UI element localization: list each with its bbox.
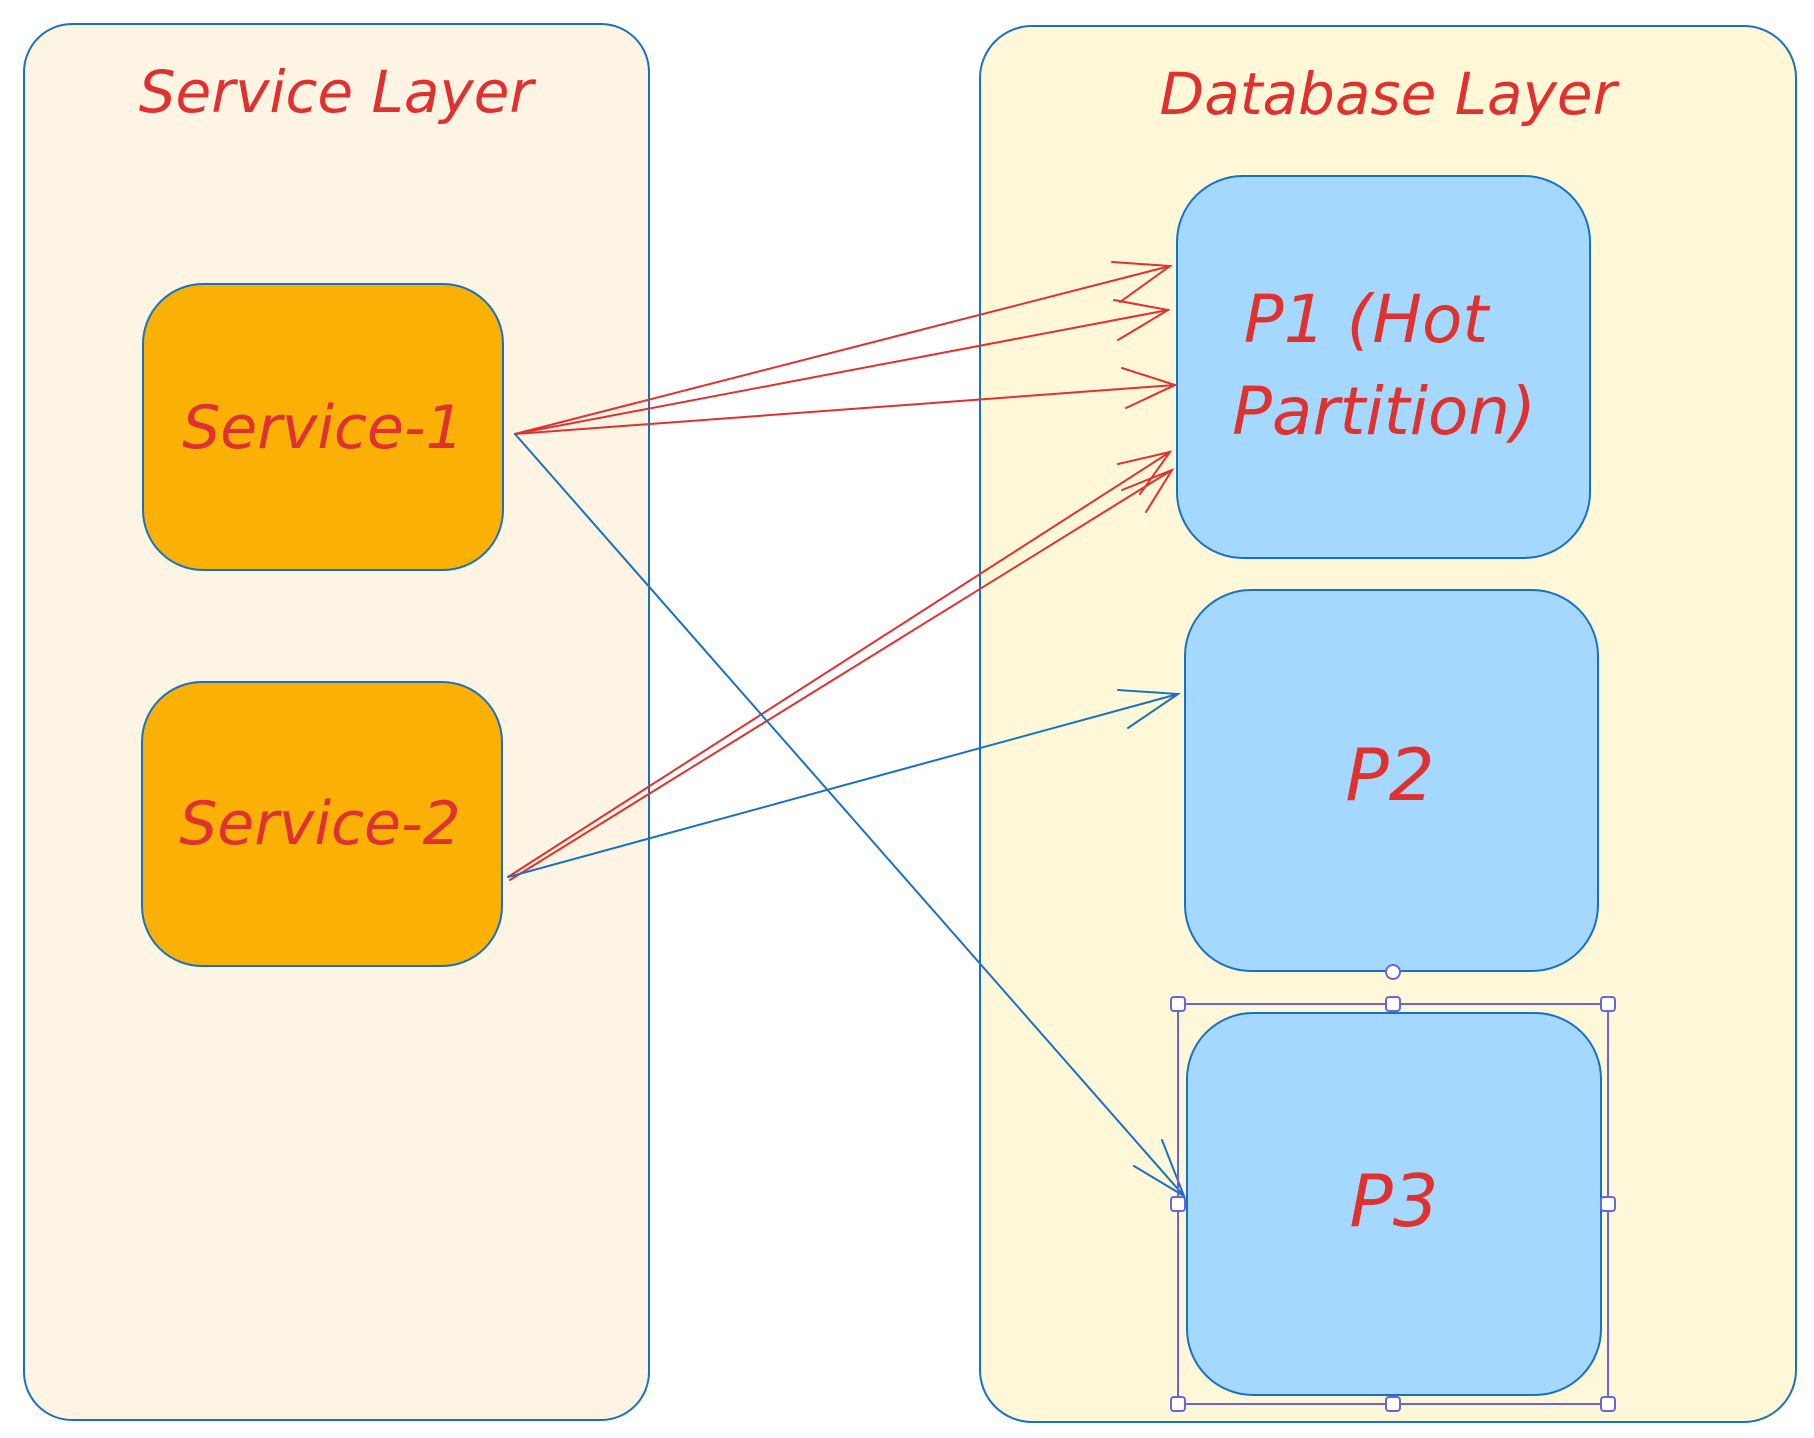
resize-handle-ne[interactable] xyxy=(1600,996,1616,1012)
selection-p3[interactable] xyxy=(1170,964,1616,1412)
database-layer-title: Database Layer xyxy=(1160,60,1620,128)
resize-handle-w[interactable] xyxy=(1170,1196,1186,1212)
service-2-label: Service-2 xyxy=(179,789,461,859)
service-1-label: Service-1 xyxy=(182,393,464,463)
service-layer-title: Service Layer xyxy=(139,58,537,126)
resize-handle-sw[interactable] xyxy=(1170,1396,1186,1412)
hot-arrows xyxy=(507,261,1178,881)
partition-p3-node[interactable]: P3 xyxy=(1186,1012,1602,1396)
resize-handle-s[interactable] xyxy=(1385,1396,1401,1412)
arrow-service1-to-p3[interactable] xyxy=(514,433,1187,1199)
partition-p2-label: P2 xyxy=(1345,733,1434,817)
arrow-service1-to-p1-a[interactable] xyxy=(514,261,1173,435)
arrow-service2-to-p1-a[interactable] xyxy=(507,450,1173,878)
partition-p3-label: P3 xyxy=(1349,1159,1438,1243)
arrow-service2-to-p1-b[interactable] xyxy=(509,467,1175,881)
service-2-box[interactable] xyxy=(141,681,503,967)
resize-handle-n[interactable] xyxy=(1385,996,1401,1012)
partition-p1-label-line1: P1 (Hot xyxy=(1244,281,1491,358)
partition-p2-node[interactable]: P2 xyxy=(1184,589,1599,972)
service-1-box[interactable] xyxy=(142,283,504,571)
partition-p1-node[interactable]: P1 (Hot Partition) xyxy=(1176,175,1591,559)
resize-handle-nw[interactable] xyxy=(1170,996,1186,1012)
partition-p1-label-line2: Partition) xyxy=(1232,373,1536,450)
normal-arrows xyxy=(507,433,1187,1199)
service-1-node[interactable]: Service-1 xyxy=(142,283,504,571)
rotation-handle[interactable] xyxy=(1385,964,1401,980)
partition-p1-box[interactable] xyxy=(1176,175,1591,559)
arrow-service2-to-p2[interactable] xyxy=(507,689,1181,878)
resize-handle-se[interactable] xyxy=(1600,1396,1616,1412)
arrow-service1-to-p1-c[interactable] xyxy=(514,367,1178,435)
service-2-node[interactable]: Service-2 xyxy=(141,681,503,967)
arrow-service1-to-p1-b[interactable] xyxy=(514,299,1171,435)
resize-handle-e[interactable] xyxy=(1600,1196,1616,1212)
